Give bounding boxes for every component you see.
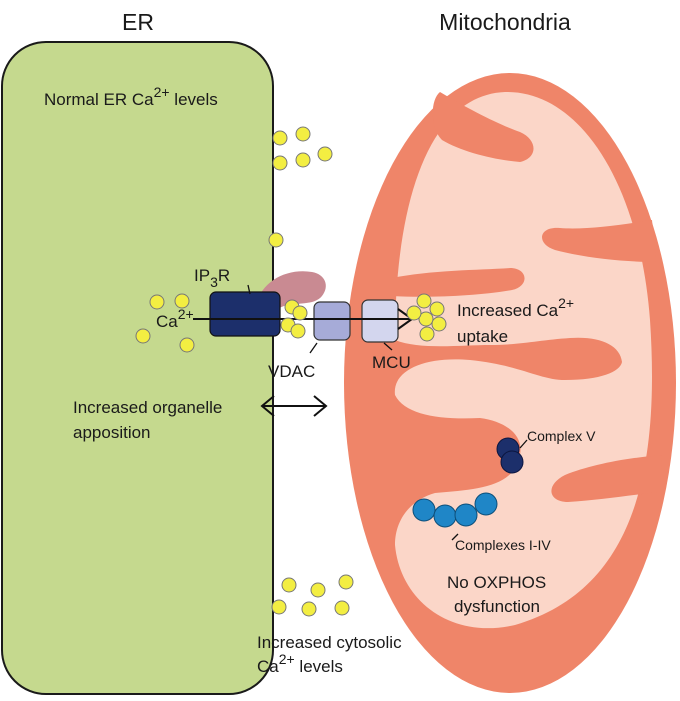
apposition-arrowhead-right — [313, 395, 328, 417]
calcium-ion — [334, 600, 350, 616]
calcium-ion — [271, 599, 287, 615]
mcu-label: MCU — [372, 353, 411, 372]
complex-v — [496, 437, 524, 474]
complexes-i-iv — [412, 492, 498, 528]
calcium-ion — [281, 577, 297, 593]
er-title: ER — [122, 9, 154, 35]
calcium-ion — [135, 328, 151, 344]
vdac-pointer — [309, 342, 318, 354]
cytosolic-label-line1: Increased cytosolic — [257, 633, 402, 652]
uptake-label: uptake — [457, 327, 508, 346]
calcium-ion — [268, 232, 284, 248]
complex-subunit — [454, 503, 478, 527]
normal-er-ca-label: Normal ER Ca2+ levels — [44, 84, 218, 109]
calcium-ion — [406, 305, 422, 321]
complex-subunit — [474, 492, 498, 516]
apposition-arrowhead-left — [260, 395, 275, 417]
oxphos-label-line1: No OXPHOS — [447, 573, 546, 592]
crista-lower-right — [551, 455, 662, 502]
mitochondria-title: Mitochondria — [439, 9, 571, 35]
ip3r-label: IP3R — [194, 266, 230, 290]
ip3r-channel — [209, 291, 281, 337]
complex-subunit — [433, 504, 457, 528]
calcium-ion — [292, 305, 308, 321]
crista-upper-right — [542, 220, 656, 262]
calcium-ion — [174, 293, 190, 309]
complex-v-label: Complex V — [527, 428, 596, 444]
mcu-channel — [361, 299, 399, 343]
apposition-label-line2: apposition — [73, 423, 151, 442]
calcium-ion — [290, 323, 306, 339]
calcium-ion — [272, 155, 288, 171]
crista-upper-left — [432, 92, 534, 162]
complexes-i-iv-label: Complexes I-IV — [455, 537, 551, 553]
vdac-channel — [313, 301, 351, 341]
increased-ca-uptake-label: Increased Ca2+ — [457, 295, 574, 320]
calcium-ion — [418, 311, 434, 327]
calcium-ion — [310, 582, 326, 598]
calcium-ion — [179, 337, 195, 353]
ca-label: Ca2+ — [156, 306, 194, 331]
calcium-ion — [301, 601, 317, 617]
calcium-ion — [295, 126, 311, 142]
calcium-ion — [338, 574, 354, 590]
calcium-ion — [419, 326, 435, 342]
ip3r-pointer — [247, 284, 251, 295]
apposition-label-line1: Increased organelle — [73, 398, 222, 417]
er-membrane — [1, 41, 274, 695]
calcium-ion — [272, 130, 288, 146]
calcium-ion — [295, 152, 311, 168]
calcium-ion — [431, 316, 447, 332]
calcium-ion — [429, 301, 445, 317]
complex-v-subunit — [500, 450, 524, 474]
calcium-ion — [317, 146, 333, 162]
vdac-label: VDAC — [268, 362, 315, 381]
calcium-ion — [149, 294, 165, 310]
cytosolic-label-line2: Ca2+ levels — [257, 651, 343, 676]
complex-subunit — [412, 498, 436, 522]
calcium-ions — [135, 126, 447, 617]
oxphos-label-line2: dysfunction — [454, 597, 540, 616]
complexes-pointer — [451, 533, 459, 541]
complex-v-pointer — [519, 439, 528, 449]
mcu-pointer — [383, 342, 393, 351]
calcium-ion — [416, 293, 432, 309]
crista-middle-left — [392, 268, 525, 297]
